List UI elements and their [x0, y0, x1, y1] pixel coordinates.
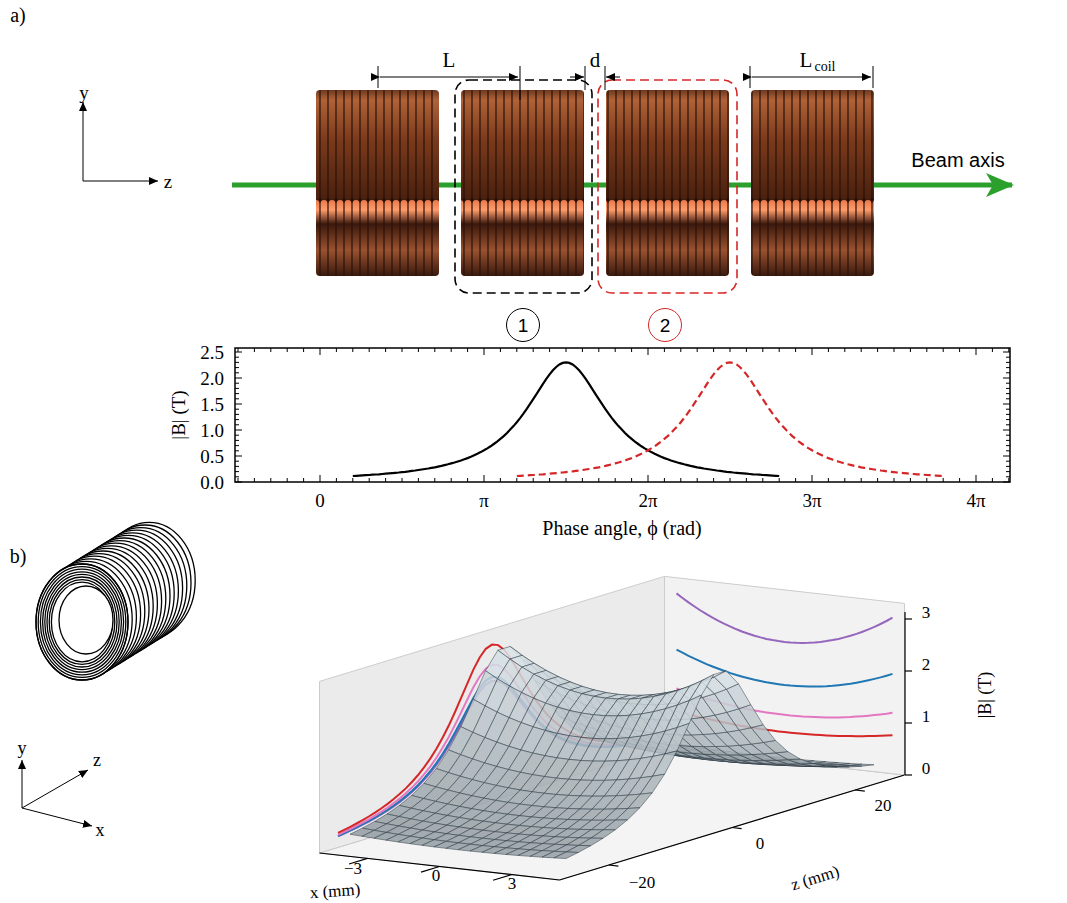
label: z (mm)	[789, 863, 841, 894]
callout-number: 1	[518, 316, 529, 335]
solenoid-coil	[606, 90, 729, 276]
label: z	[93, 751, 101, 769]
solenoid-coil	[461, 90, 584, 276]
label: L	[443, 50, 456, 71]
label: 2.0	[200, 369, 224, 388]
label: x	[96, 821, 105, 839]
label: 3	[922, 604, 931, 621]
label: 0	[756, 835, 765, 852]
callout-circle: 2	[648, 308, 682, 342]
label: |B| (T)	[976, 672, 994, 719]
label: y	[79, 83, 89, 102]
label: coil	[815, 60, 836, 74]
label: 0	[315, 491, 325, 510]
label: a)	[10, 5, 26, 25]
label: 2	[922, 656, 931, 673]
label: z	[164, 172, 172, 191]
label: b)	[10, 546, 27, 566]
label: 3	[508, 875, 517, 892]
label: x (mm)	[309, 881, 361, 901]
label: 0	[922, 760, 931, 777]
label: π	[479, 491, 489, 510]
solenoid-coil	[751, 90, 874, 276]
label: 1.5	[200, 395, 224, 414]
label: 2π	[638, 491, 657, 510]
label: 1	[922, 708, 931, 725]
label: 20	[875, 797, 892, 814]
label: L	[800, 50, 813, 71]
label: 0	[432, 867, 441, 884]
label: 3π	[802, 491, 821, 510]
label: |B| (T)	[169, 390, 188, 439]
label: 0.0	[200, 473, 224, 492]
label: 2.5	[200, 343, 224, 362]
solenoid-coil	[316, 90, 439, 276]
label: Beam axis	[911, 150, 1004, 170]
label: 4π	[966, 491, 985, 510]
callout-circle: 1	[506, 308, 540, 342]
callout-number: 2	[660, 316, 671, 335]
label: Phase angle, ϕ (rad)	[542, 518, 701, 538]
label: −3	[344, 860, 362, 877]
label: y	[18, 739, 27, 757]
label: d	[590, 50, 601, 71]
label: 1.0	[200, 421, 224, 440]
label: −20	[629, 874, 656, 891]
label: 0.5	[200, 447, 224, 466]
